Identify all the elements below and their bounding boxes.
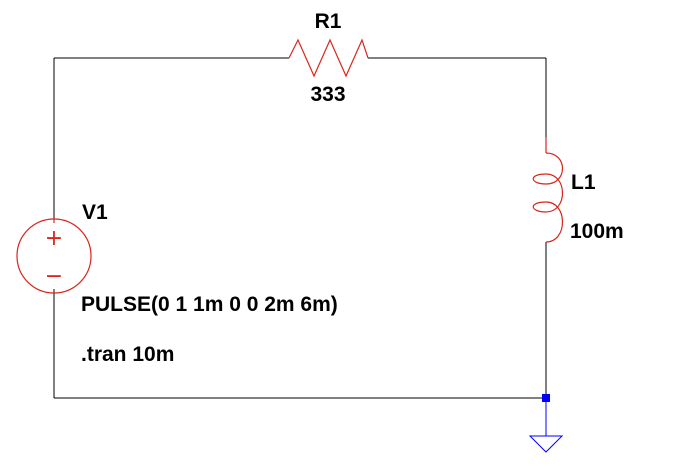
ground-triangle <box>528 435 564 453</box>
ground-symbol[interactable] <box>528 394 564 453</box>
resistor-r1-symbol[interactable] <box>288 38 369 78</box>
inductor-l1[interactable]: L1 100m <box>532 137 624 243</box>
resistor-r1-value: 333 <box>310 83 345 106</box>
voltage-source-v1[interactable]: + − V1 PULSE(0 1 1m 0 0 2m 6m) <box>16 201 338 316</box>
voltage-source-v1-plus: + <box>45 226 63 251</box>
inductor-l1-coils[interactable] <box>532 152 564 243</box>
inductor-l1-value: 100m <box>570 220 624 243</box>
voltage-source-v1-value: PULSE(0 1 1m 0 0 2m 6m) <box>81 293 338 316</box>
resistor-r1-ref: R1 <box>315 10 342 33</box>
voltage-source-v1-ref: V1 <box>82 201 108 224</box>
inductor-l1-ref: L1 <box>571 171 596 194</box>
wires <box>53 57 547 399</box>
voltage-source-v1-minus: − <box>45 264 63 289</box>
node-marker[interactable] <box>542 394 550 402</box>
resistor-r1[interactable]: R1 333 <box>288 10 369 106</box>
tran-directive[interactable]: .tran 10m <box>81 343 174 366</box>
